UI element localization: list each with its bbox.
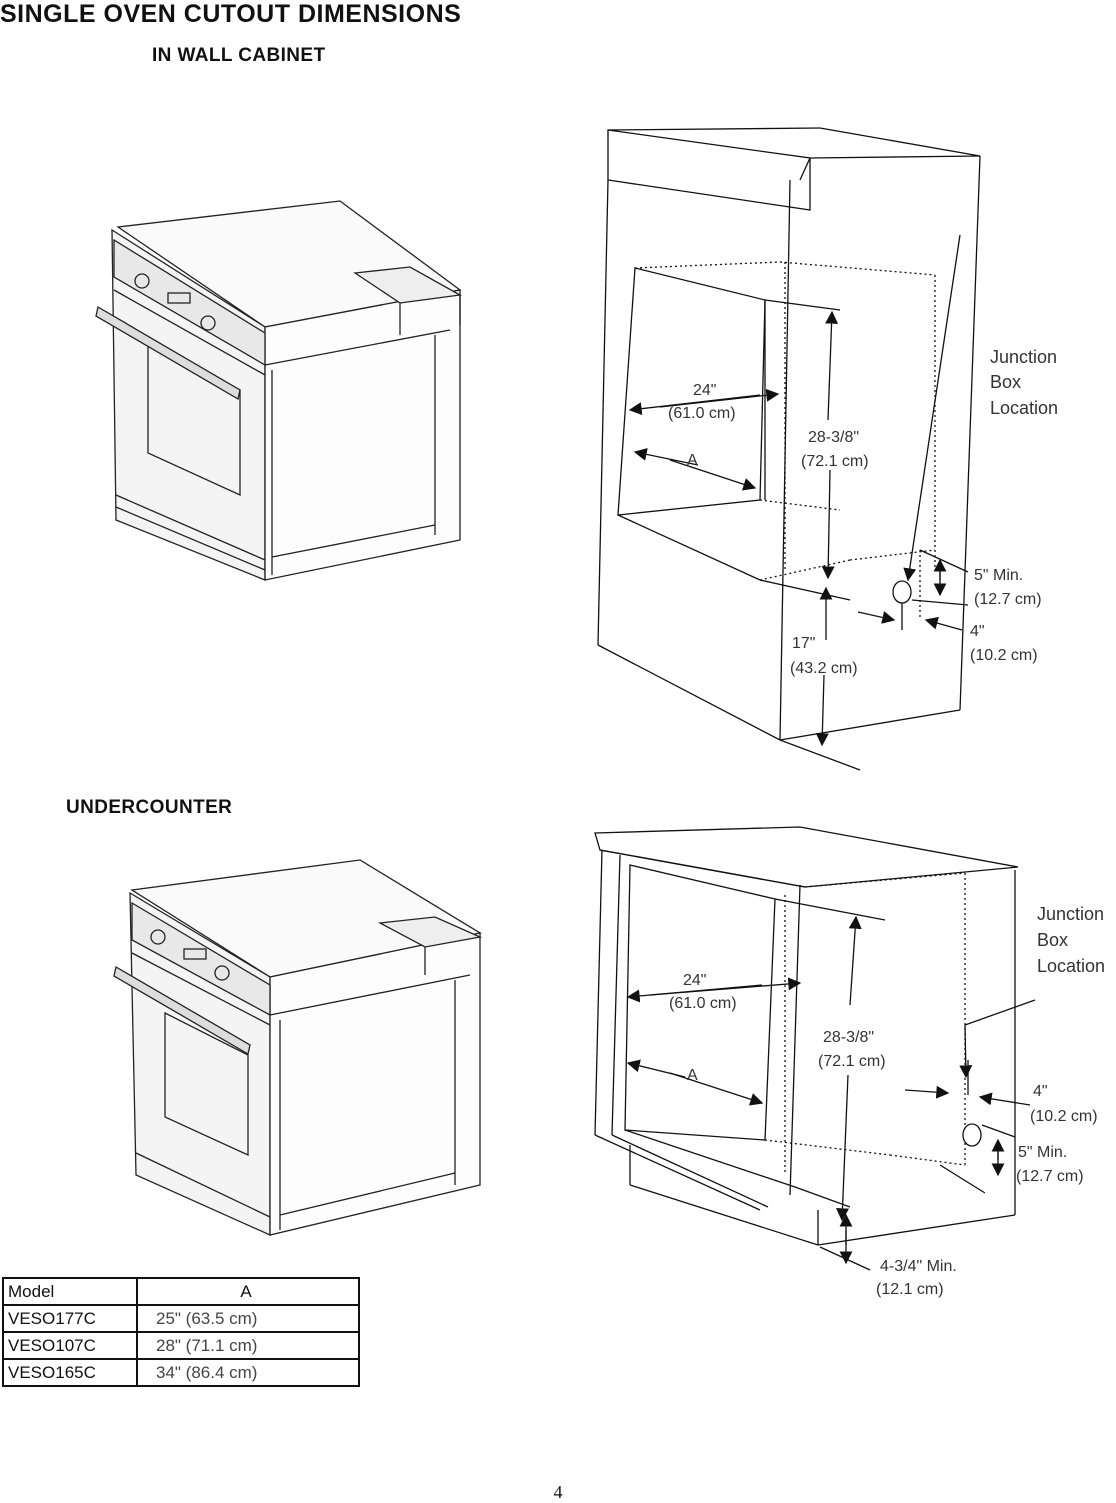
- wall-four-in: 4": [970, 623, 985, 640]
- under-min5-in: 5" Min.: [1018, 1144, 1067, 1161]
- under-jb-label-3: Location: [1037, 956, 1105, 976]
- wall-dimension-labels: 24" (61.0 cm) A 28-3/8" (72.1 cm) 17" (4…: [668, 347, 1058, 677]
- wall-four-cm: (10.2 cm): [970, 647, 1038, 664]
- table-header-a: A: [136, 1277, 360, 1306]
- under-width-in: 24": [683, 972, 706, 989]
- wall-height-in: 28-3/8": [808, 429, 859, 446]
- wall-cabinet-cutout-diagram: [597, 127, 981, 771]
- oven-illustration-wall: [95, 200, 463, 581]
- under-height-in: 28-3/8": [823, 1029, 874, 1046]
- table-cell-a: 25" (63.5 cm): [136, 1305, 360, 1333]
- table-cell-model: VESO177C: [2, 1305, 138, 1333]
- table-cell-model: VESO107C: [2, 1332, 138, 1360]
- table-row: VESO165C 34" (86.4 cm): [2, 1359, 360, 1387]
- wall-jb-label-3: Location: [990, 398, 1058, 418]
- wall-min5-in: 5" Min.: [974, 567, 1023, 584]
- wall-floor-cm: (43.2 cm): [790, 660, 858, 677]
- wall-min5-cm: (12.7 cm): [974, 591, 1042, 608]
- model-dimension-table: Model A VESO177C 25" (63.5 cm) VESO107C …: [2, 1277, 360, 1387]
- page-title: SINGLE OVEN CUTOUT DIMENSIONS: [0, 0, 462, 28]
- table-row: VESO177C 25" (63.5 cm): [2, 1305, 360, 1333]
- wall-jb-label-1: Junction: [990, 347, 1057, 367]
- table-header-row: Model A: [2, 1277, 360, 1306]
- table-cell-model: VESO165C: [2, 1359, 138, 1387]
- wall-floor-in: 17": [792, 635, 815, 652]
- under-depth-label: A: [687, 1067, 698, 1084]
- wall-jb-label-2: Box: [990, 372, 1021, 392]
- wall-width-cm: (61.0 cm): [668, 405, 736, 422]
- under-min5-cm: (12.7 cm): [1016, 1168, 1084, 1185]
- wall-width-in: 24": [693, 382, 716, 399]
- table-header-model: Model: [2, 1277, 138, 1306]
- table-cell-a: 28" (71.1 cm): [136, 1332, 360, 1360]
- page-number: 4: [553, 1482, 563, 1502]
- undercounter-dimension-labels: 24" (61.0 cm) A 28-3/8" (72.1 cm) Juncti…: [669, 904, 1105, 1298]
- oven-illustration-undercounter: [113, 859, 483, 1237]
- under-width-cm: (61.0 cm): [669, 995, 737, 1012]
- under-jb-label-2: Box: [1037, 930, 1068, 950]
- under-four-in: 4": [1033, 1083, 1048, 1100]
- under-height-cm: (72.1 cm): [818, 1053, 886, 1070]
- table-row: VESO107C 28" (71.1 cm): [2, 1332, 360, 1360]
- under-four-cm: (10.2 cm): [1030, 1108, 1098, 1125]
- wall-height-cm: (72.1 cm): [801, 453, 869, 470]
- table-cell-a: 34" (86.4 cm): [136, 1359, 360, 1387]
- section-heading-undercounter: UNDERCOUNTER: [66, 797, 233, 818]
- section-heading-wall-cabinet: IN WALL CABINET: [152, 45, 326, 66]
- under-jb-label-1: Junction: [1037, 904, 1104, 924]
- under-floor-in: 4-3/4" Min.: [880, 1258, 957, 1275]
- under-floor-cm: (12.1 cm): [876, 1281, 944, 1298]
- undercounter-cutout-diagram: [594, 826, 1036, 1271]
- wall-depth-label: A: [687, 452, 698, 469]
